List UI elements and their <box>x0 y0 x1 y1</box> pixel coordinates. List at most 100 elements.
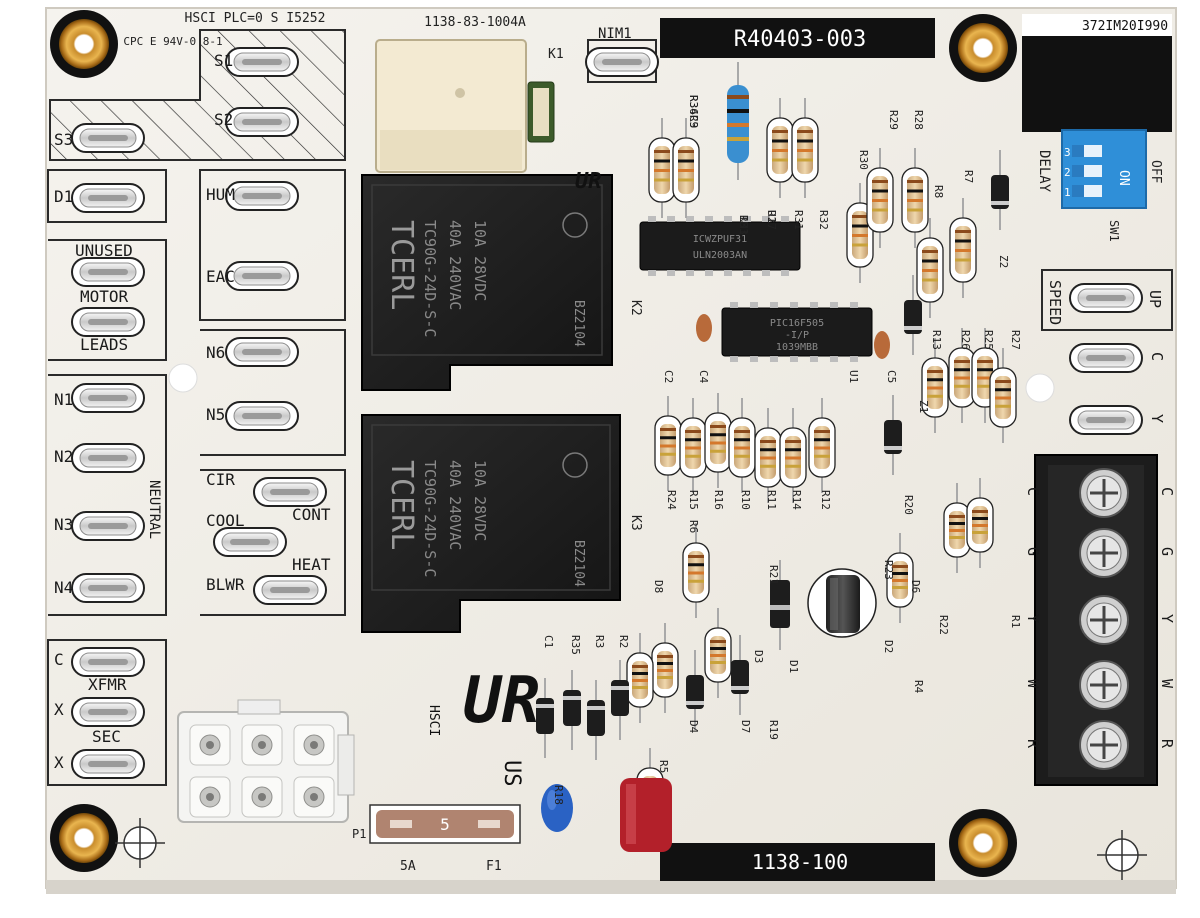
capacitor-red <box>620 778 672 852</box>
quick-tab-n6 <box>225 337 299 367</box>
relay-k3: TCERL TC90G-24D-S-C 40A 240VAC 10A 28VDC… <box>361 414 643 633</box>
diode <box>611 660 629 740</box>
ref-designator: D7 <box>739 720 752 733</box>
ref-designator: R13 <box>930 330 943 350</box>
label-xfmr-c: C <box>54 650 64 669</box>
ref-designator: R3 <box>593 635 606 648</box>
label-c-right: C <box>1148 352 1166 361</box>
relay-k2-rating-a: 40A 240VAC <box>446 220 464 310</box>
quick-tab-leads <box>71 307 145 337</box>
electrolytic-capacitor <box>807 568 877 638</box>
relay-k2-code: BZ2104 <box>571 300 586 347</box>
speed-labels: SPEED UP C Y <box>1046 280 1166 423</box>
relay-k3-code: BZ2104 <box>571 540 586 587</box>
resistor <box>704 608 732 698</box>
dip-num-3: 3 <box>1064 146 1071 159</box>
label-xfmr: XFMR <box>88 675 127 694</box>
ref-designator: R11 <box>765 490 778 510</box>
ic-pin <box>830 302 838 308</box>
resistors <box>536 62 1017 828</box>
connector-pin <box>241 724 283 766</box>
label-hum: HUM <box>206 185 235 204</box>
ic-pin <box>724 216 732 222</box>
relay-k3-rating-b: 10A 28VDC <box>471 460 489 541</box>
ref-designator: R1 <box>1009 615 1022 628</box>
label-s3: S3 <box>54 130 73 149</box>
ref-designator: D2 <box>882 640 895 653</box>
ic-pin <box>850 302 858 308</box>
relay-k1-ref: K1 <box>548 47 564 62</box>
label-n6: N6 <box>206 343 225 362</box>
ref-designator: R2 <box>617 635 630 648</box>
quick-tab-heat <box>253 575 327 605</box>
quick-tab-hum <box>225 181 299 211</box>
id-code: 372IM20I990 <box>1082 19 1168 34</box>
capacitor-c2 <box>696 314 712 342</box>
silkscreen-outlines <box>47 39 1173 786</box>
quick-tab-cont <box>253 477 327 507</box>
label-cir: CIR <box>206 470 235 489</box>
ref-designator: C1 <box>542 635 555 648</box>
ic-pins <box>648 216 858 362</box>
label-y-right: Y <box>1148 414 1166 423</box>
label-n5: N5 <box>206 405 225 424</box>
resistor <box>866 148 894 248</box>
ic-pin <box>686 216 694 222</box>
ref-designator: C2 <box>662 370 675 383</box>
resistor <box>808 398 836 493</box>
terminal-label: W <box>1158 679 1176 689</box>
p1-ref: P1 <box>352 827 366 841</box>
ic-u1-bot: -I/P <box>785 330 809 341</box>
ref-designator: R29 <box>887 110 900 130</box>
ref-designator: D8 <box>652 580 665 593</box>
ic-pin <box>648 270 656 276</box>
ref-designator: C4 <box>697 370 710 384</box>
dip-num-2: 2 <box>1064 166 1071 179</box>
label-leads: LEADS <box>80 335 128 354</box>
terminal-label: G <box>1158 547 1176 556</box>
resistor <box>966 478 994 568</box>
ref-designator: R14 <box>790 490 803 510</box>
ref-designator: C3 <box>687 115 700 128</box>
ic-pin <box>743 270 751 276</box>
ref-designator: R28 <box>912 110 925 130</box>
quick-tab-n1 <box>71 383 145 413</box>
quick-tab-y-right <box>1069 405 1143 435</box>
ic-u2-top: ICWZPUF31 <box>693 234 747 245</box>
label-motor: MOTOR <box>80 287 129 306</box>
ref-designator: R16 <box>712 490 725 510</box>
ref-designator: D1 <box>787 660 800 673</box>
ref-designator: R15 <box>687 490 700 510</box>
quick-tab-s3 <box>71 123 145 153</box>
ic-pin <box>850 356 858 362</box>
resistor <box>886 533 914 623</box>
label-blwr: BLWR <box>206 575 245 594</box>
ref-designator: R23 <box>882 560 895 580</box>
ref-designator: R36 <box>687 95 700 115</box>
fuse-value: 5 <box>440 815 450 834</box>
dip-sw: SW1 <box>1107 220 1121 242</box>
ref-designator: R32 <box>817 210 830 230</box>
quick-tab-n4 <box>71 573 145 603</box>
diode <box>904 275 922 355</box>
ref-designator: R17 <box>765 210 778 230</box>
ref-designator: U2 <box>765 210 778 223</box>
footer-label-block: 1138-100 <box>660 843 935 881</box>
ref-designator: R30 <box>857 150 870 170</box>
quick-tab-sec-x <box>71 749 145 779</box>
terminal-screw <box>1079 660 1129 710</box>
hsci-plc: HSCI PLC=0 S I5252 <box>185 11 326 26</box>
ref-designator: R5 <box>657 760 670 773</box>
relay-k3-rating-a: 40A 240VAC <box>446 460 464 550</box>
ic-u1: PIC16F505 -I/P 1039MBB <box>721 307 873 357</box>
label-n3: N3 <box>54 515 73 534</box>
resistor <box>948 328 976 423</box>
quick-tab-n2 <box>71 443 145 473</box>
ul-mark: UR US HSCI UR <box>426 169 602 787</box>
ref-designator: R31 <box>792 210 805 230</box>
ic-pin <box>781 270 789 276</box>
capacitor-c3-blue <box>541 784 573 832</box>
connector-pin <box>189 776 231 818</box>
